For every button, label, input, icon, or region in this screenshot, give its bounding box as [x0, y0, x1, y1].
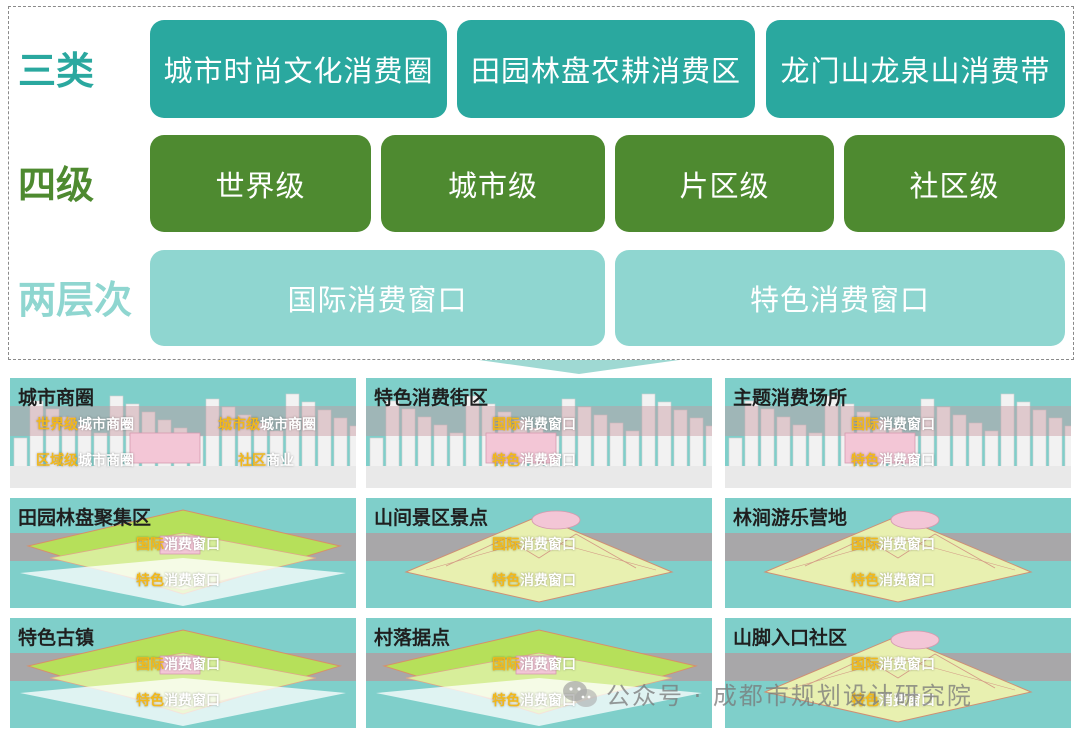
scene-card-title: 特色古镇 [18, 627, 95, 649]
row-label-two: 两层次 [18, 278, 133, 322]
level-box-1: 世界级 [150, 135, 371, 232]
scene-card-title: 山间景区景点 [374, 507, 489, 529]
scene-card: 山脚入口社区国际消费窗口特色消费窗口 [725, 618, 1071, 728]
scene-card-tag: 特色消费窗口 [136, 693, 220, 709]
scene-card-title: 山脚入口社区 [733, 627, 848, 649]
scene-card-tag: 区域级城市商圈 [36, 453, 134, 469]
scene-illustration [10, 378, 356, 488]
scene-card-tag: 国际消费窗口 [851, 537, 935, 553]
scene-card-tag: 国际消费窗口 [851, 657, 935, 673]
scene-illustration [725, 618, 1071, 728]
scene-card-tag: 特色消费窗口 [492, 573, 576, 589]
scene-card-tag: 特色消费窗口 [851, 573, 935, 589]
scene-illustration [10, 618, 356, 728]
scene-card-tag: 世界级城市商圈 [36, 417, 134, 433]
scene-card-tag: 国际消费窗口 [492, 657, 576, 673]
scene-card-tag: 特色消费窗口 [851, 693, 935, 709]
scene-card-tag: 国际消费窗口 [136, 537, 220, 553]
scene-card-tag: 国际消费窗口 [851, 417, 935, 433]
scene-card-title: 城市商圈 [18, 387, 95, 409]
row-label-three: 三类 [18, 49, 95, 93]
scene-card-title: 田园林盘聚集区 [18, 507, 152, 529]
scene-card-title: 主题消费场所 [733, 387, 848, 409]
down-arrow-shape [479, 360, 679, 374]
scene-illustration [725, 498, 1071, 608]
scene-card: 村落据点国际消费窗口特色消费窗口 [366, 618, 712, 728]
scene-card-title: 林涧游乐营地 [733, 507, 848, 529]
scene-card: 特色古镇国际消费窗口特色消费窗口 [10, 618, 356, 728]
scene-card: 特色消费街区国际消费窗口特色消费窗口 [366, 378, 712, 488]
scene-card-title: 特色消费街区 [374, 387, 489, 409]
scene-card-title: 村落据点 [374, 627, 451, 649]
category-box-2: 田园林盘农耕消费区 [457, 20, 755, 118]
tier-box-1: 国际消费窗口 [150, 250, 605, 346]
scene-card-tag: 城市级城市商圈 [218, 417, 316, 433]
scene-card-tag: 国际消费窗口 [492, 537, 576, 553]
scene-card-tag: 国际消费窗口 [136, 657, 220, 673]
category-box-1: 城市时尚文化消费圈 [150, 20, 447, 118]
scene-card-tag: 特色消费窗口 [136, 573, 220, 589]
scene-card: 山间景区景点国际消费窗口特色消费窗口 [366, 498, 712, 608]
scene-card-tag: 特色消费窗口 [492, 693, 576, 709]
scene-illustration [10, 498, 356, 608]
scene-card-tag: 特色消费窗口 [851, 453, 935, 469]
watermark: 公众号 · 成都市规划设计研究院 [562, 676, 973, 711]
scene-illustration [725, 378, 1071, 488]
scene-illustration [366, 498, 712, 608]
scene-card: 田园林盘聚集区国际消费窗口特色消费窗口 [10, 498, 356, 608]
wechat-icon [562, 679, 598, 709]
scene-illustration [366, 378, 712, 488]
scene-card: 城市商圈世界级城市商圈 城市级城市商圈区域级城市商圈 社区商业 [10, 378, 356, 488]
level-box-4: 社区级 [844, 135, 1065, 232]
level-box-3: 片区级 [615, 135, 834, 232]
scene-illustration [366, 618, 712, 728]
level-box-2: 城市级 [381, 135, 605, 232]
row-label-four: 四级 [18, 163, 95, 207]
category-box-3: 龙门山龙泉山消费带 [766, 20, 1065, 118]
scene-card-tag: 社区商业 [238, 453, 294, 469]
tier-box-2: 特色消费窗口 [615, 250, 1065, 346]
scene-card-tag: 国际消费窗口 [492, 417, 576, 433]
scene-card-tag: 特色消费窗口 [492, 453, 576, 469]
scene-card: 林涧游乐营地国际消费窗口特色消费窗口 [725, 498, 1071, 608]
scene-card: 主题消费场所国际消费窗口特色消费窗口 [725, 378, 1071, 488]
hierarchy-frame [8, 6, 1074, 360]
watermark-text: 公众号 · 成都市规划设计研究院 [606, 682, 973, 710]
